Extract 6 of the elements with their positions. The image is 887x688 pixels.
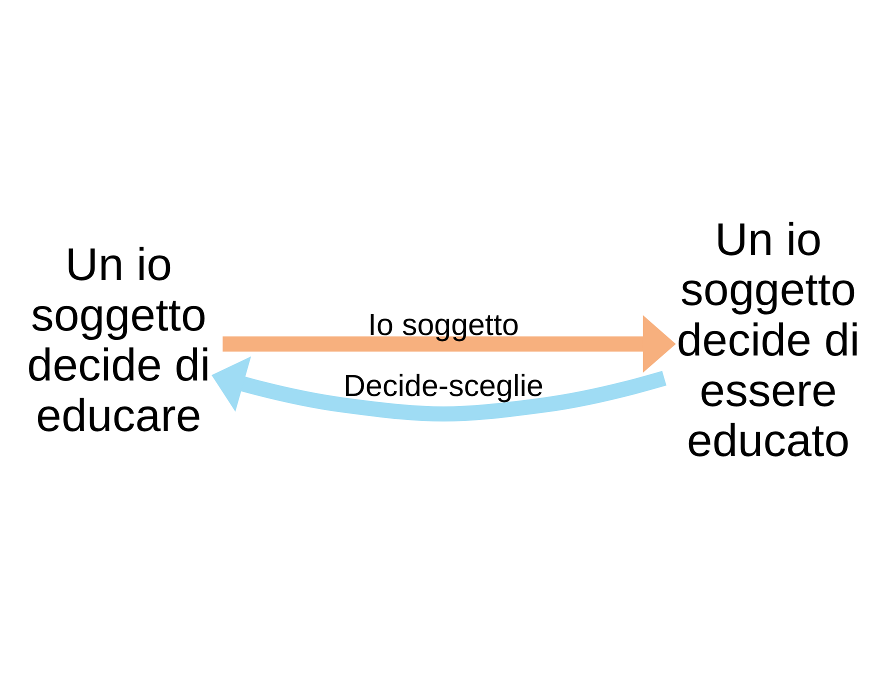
node-text: Un io soggetto decide di essere educato — [676, 214, 860, 466]
arrow — [222, 315, 676, 373]
edge-label: Decide-sceglie — [344, 368, 544, 403]
arrow — [212, 356, 666, 422]
edge-label: Io soggetto — [368, 308, 519, 342]
node-text: Un io soggetto decide di educare — [27, 238, 210, 441]
